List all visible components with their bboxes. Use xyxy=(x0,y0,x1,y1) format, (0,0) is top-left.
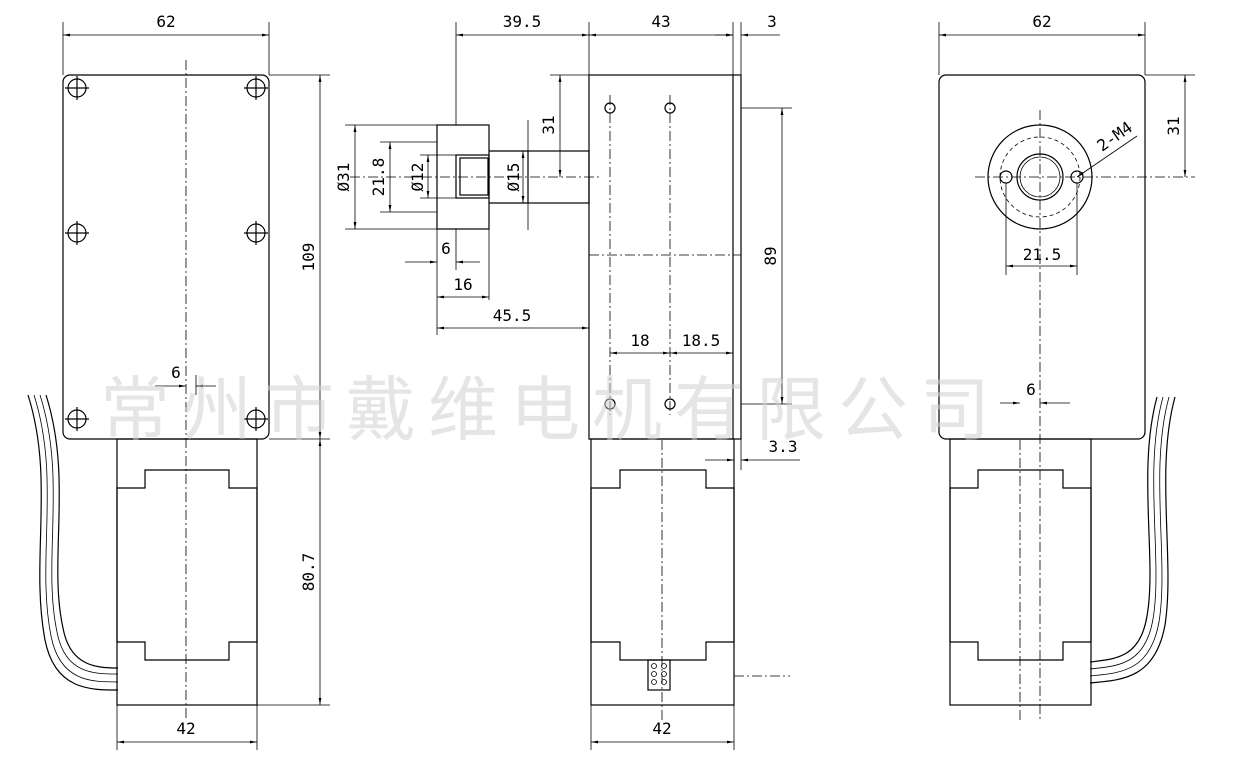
left-motor-fins xyxy=(116,469,258,661)
dim-right-shaft-height: 31 xyxy=(1164,116,1183,135)
left-motor-body xyxy=(116,438,258,706)
dim-hub-inner: 21.8 xyxy=(369,158,388,197)
dim-plate-step: 3.3 xyxy=(769,437,798,456)
left-cable xyxy=(27,394,119,691)
middle-view: 39.5 43 3 31 Ø15 Ø31 21.8 Ø12 6 xyxy=(334,12,800,750)
dim-hub-bore: Ø12 xyxy=(408,163,427,192)
dim-mid-width: 43 xyxy=(651,12,670,31)
connector-icon xyxy=(647,659,671,691)
dim-left-motor-width: 42 xyxy=(176,719,195,738)
dim-shaft-diameter: Ø15 xyxy=(504,163,523,192)
mid-motor-fins xyxy=(590,469,735,661)
dim-left-motor-length: 80.7 xyxy=(299,553,318,592)
dim-hole-spacing-v: 89 xyxy=(761,246,780,265)
dim-shaft-length: 39.5 xyxy=(503,12,542,31)
mounting-hole-icon xyxy=(604,102,676,410)
dim-shaft-total: 45.5 xyxy=(493,306,532,325)
dim-hub-width: 16 xyxy=(453,275,472,294)
dim-left-width: 62 xyxy=(156,12,175,31)
dim-mid-plate: 3 xyxy=(767,12,777,31)
dim-thread-label: 2-M4 xyxy=(1093,118,1135,156)
mid-motor-body xyxy=(590,438,735,706)
right-motor-body xyxy=(949,438,1092,706)
right-cable xyxy=(1089,396,1176,684)
dim-hub-width-small: 6 xyxy=(441,239,451,258)
right-view: 62 31 2-M4 21.5 6 xyxy=(938,12,1195,720)
left-view: 62 109 80.7 6 42 xyxy=(27,12,330,750)
screw-icon xyxy=(65,76,268,431)
dim-right-width: 62 xyxy=(1032,12,1051,31)
dim-mid-motor-width: 42 xyxy=(652,719,671,738)
dim-hole-a: 18 xyxy=(630,331,649,350)
dim-right-offset: 6 xyxy=(1026,380,1036,399)
company-watermark: 常州市戴维电机有限公司 xyxy=(100,369,1002,451)
dim-shaft-height: 31 xyxy=(539,115,558,134)
dim-left-height: 109 xyxy=(299,243,318,272)
dim-hole-b: 18.5 xyxy=(682,331,721,350)
dim-hole-spacing-h: 21.5 xyxy=(1023,245,1062,264)
right-motor-fins xyxy=(949,469,1092,661)
dim-left-offset: 6 xyxy=(171,363,181,382)
dim-hub-diameter: Ø31 xyxy=(334,163,353,192)
